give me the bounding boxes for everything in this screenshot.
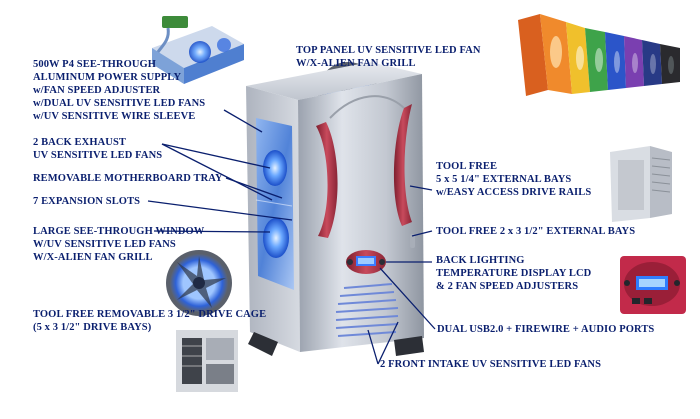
drive-bays-image — [610, 146, 672, 222]
drive-cage-line-1: TOOL FREE REMOVABLE 3 1/2" DRIVE CAGE — [33, 309, 267, 320]
power-supply-label: 500W P4 SEE-THROUGH ALUMINUM POWER SUPPL… — [33, 58, 205, 123]
main-case-image — [246, 62, 424, 356]
color-variants-image — [518, 14, 680, 96]
leader-lines — [147, 109, 436, 365]
power-supply-line-5: w/UV SENSITIVE WIRE SLEEVE — [33, 111, 196, 122]
external-bays-525-line-1: TOOL FREE — [436, 161, 498, 172]
external-bays-35-label: TOOL FREE 2 x 3 1/2" EXTERNAL BAYS — [436, 226, 636, 237]
drive-cage-label: TOOL FREE REMOVABLE 3 1/2" DRIVE CAGE (5… — [33, 308, 266, 334]
top-fan-line-2: W/X-ALIEN FAN GRILL — [296, 58, 416, 69]
external-bays-525-label: TOOL FREE 5 x 5 1/4" EXTERNAL BAYS w/EAS… — [436, 160, 591, 199]
lcd-line-1: BACK LIGHTING — [436, 255, 525, 266]
top-fan-line-1: TOP PANEL UV SENSITIVE LED FAN — [296, 45, 481, 56]
back-exhaust-label: 2 BACK EXHAUST UV SENSITIVE LED FANS — [33, 136, 162, 162]
ports-label: DUAL USB2.0 + FIREWIRE + AUDIO PORTS — [437, 324, 655, 335]
lcd-line-2: TEMPERATURE DISPLAY LCD — [436, 268, 592, 279]
back-exhaust-line-2: UV SENSITIVE LED FANS — [33, 150, 163, 161]
power-supply-image — [152, 16, 244, 84]
expansion-slots-label: 7 EXPANSION SLOTS — [33, 196, 141, 207]
power-supply-line-3: w/FAN SPEED ADJUSTER — [33, 85, 161, 96]
power-supply-line-1: 500W P4 SEE-THROUGH — [33, 59, 157, 70]
window-fan-image — [166, 250, 232, 316]
power-supply-line-2: ALUMINUM POWER SUPPLY — [33, 72, 182, 83]
top-fan-label: TOP PANEL UV SENSITIVE LED FAN W/X-ALIEN… — [296, 44, 481, 70]
lcd-line-3: & 2 FAN SPEED ADJUSTERS — [436, 281, 579, 292]
external-bays-525-line-2: 5 x 5 1/4" EXTERNAL BAYS — [436, 174, 572, 185]
power-supply-line-4: w/DUAL UV SENSITIVE LED FANS — [33, 98, 206, 109]
drive-cage-line-2: (5 x 3 1/2" DRIVE BAYS) — [33, 322, 152, 333]
window-line-1: LARGE SEE-THROUGH WINDOW — [33, 226, 205, 237]
window-label: LARGE SEE-THROUGH WINDOW W/UV SENSITIVE … — [33, 225, 204, 264]
motherboard-tray-label: REMOVABLE MOTHERBOARD TRAY — [33, 173, 223, 184]
window-line-2: W/UV SENSITIVE LED FANS — [33, 239, 176, 250]
back-exhaust-line-1: 2 BACK EXHAUST — [33, 137, 126, 148]
window-line-3: W/X-ALIEN FAN GRILL — [33, 252, 153, 263]
lcd-closeup-image — [620, 256, 686, 314]
drive-cage-image — [176, 330, 238, 392]
lcd-label: BACK LIGHTING TEMPERATURE DISPLAY LCD & … — [436, 254, 591, 293]
external-bays-525-line-3: w/EASY ACCESS DRIVE RAILS — [436, 187, 592, 198]
front-fans-label: 2 FRONT INTAKE UV SENSITIVE LED FANS — [380, 359, 602, 370]
